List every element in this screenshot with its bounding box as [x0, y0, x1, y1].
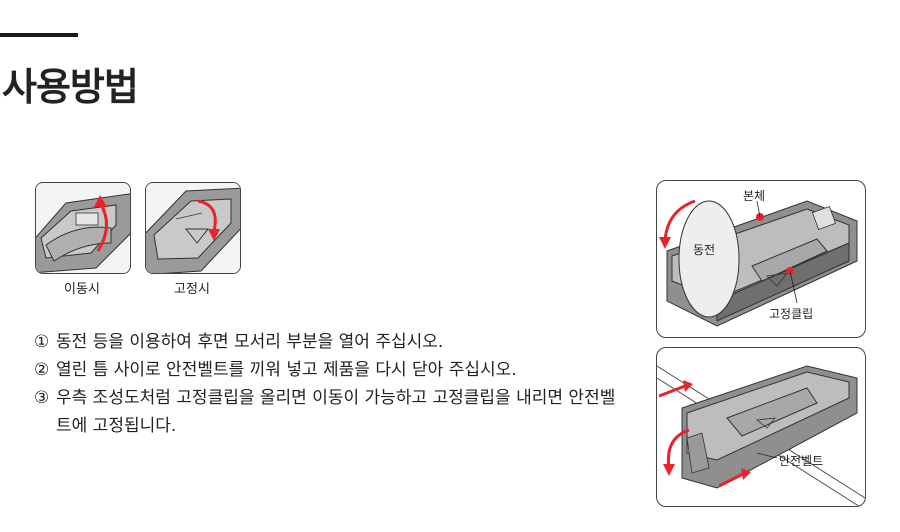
page-title: 사용방법	[2, 65, 139, 109]
step-number: ①	[34, 332, 50, 352]
label-seatbelt: 안전벨트	[779, 454, 824, 468]
instruction-list: ① 동전 등을 이용하여 후면 모서리 부분을 열어 주십시오. ② 열린 틈 …	[34, 328, 616, 440]
title-rule	[0, 33, 78, 37]
thumbnail-moving	[35, 182, 131, 274]
label-coin: 동전	[693, 243, 716, 257]
step-text: 동전 등을 이용하여 후면 모서리 부분을 열어 주십시오.	[56, 332, 444, 352]
step-item: ③ 우측 조성도처럼 고정클립을 올리면 이동이 가능하고 고정클립을 내리면 …	[34, 384, 616, 440]
thumbnail-label-moving: 이동시	[64, 282, 100, 297]
step-text: 열린 틈 사이로 안전벨트를 끼워 넣고 제품을 다시 닫아 주십시오.	[56, 360, 517, 380]
step-item: ② 열린 틈 사이로 안전벨트를 끼워 넣고 제품을 다시 닫아 주십시오.	[34, 356, 616, 384]
label-clip: 고정클립	[769, 307, 814, 321]
thumbnail-label-fixed: 고정시	[174, 282, 210, 297]
diagram-coin-open: 본체 동전 고정클립	[656, 180, 866, 338]
step-number: ③	[34, 388, 50, 408]
step-text: 우측 조성도처럼 고정클립을 올리면 이동이 가능하고 고정클립을 내리면 안전…	[56, 388, 616, 436]
step-item: ① 동전 등을 이용하여 후면 모서리 부분을 열어 주십시오.	[34, 328, 616, 356]
label-body: 본체	[743, 189, 766, 203]
thumbnail-fixed	[145, 182, 241, 274]
diagram-belt-inserted: 안전벨트	[656, 347, 866, 507]
step-number: ②	[34, 360, 50, 380]
